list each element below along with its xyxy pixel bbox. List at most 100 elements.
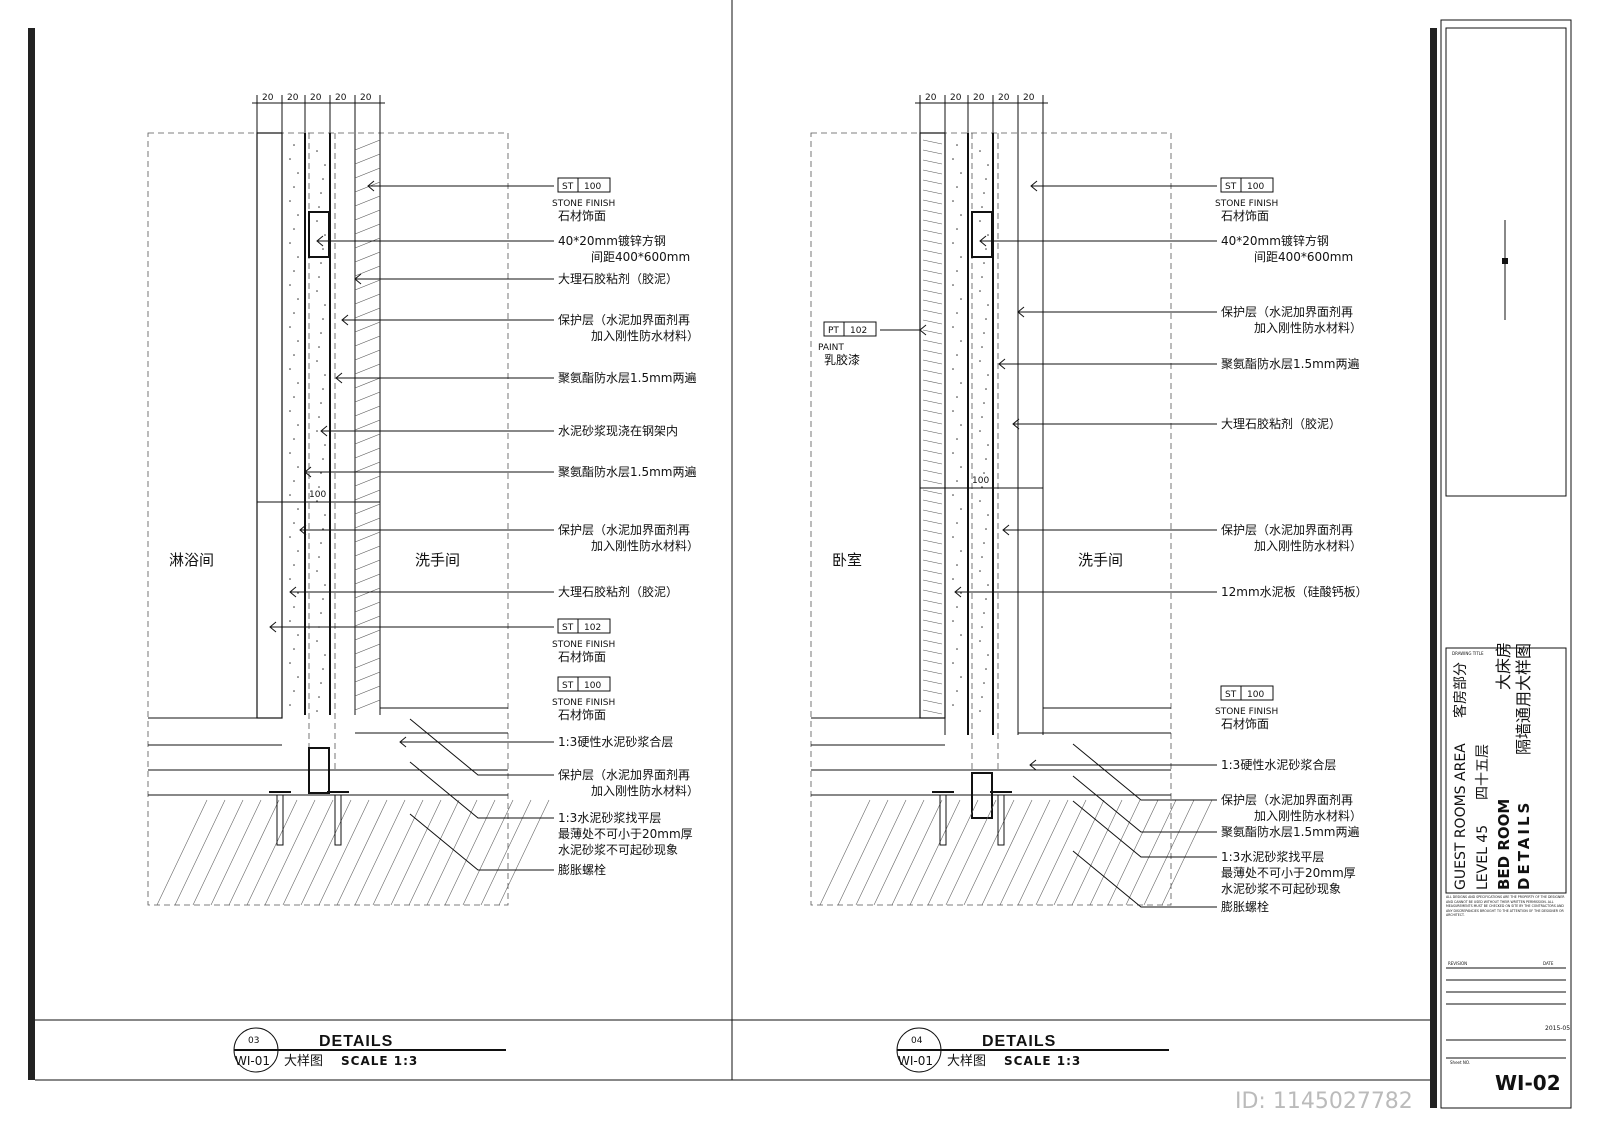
room-label-left: 卧室 (832, 551, 862, 569)
paint-hatch (922, 259, 943, 265)
paint-hatch (922, 249, 943, 255)
aggregate-dot (985, 598, 987, 600)
aggregate-dot (985, 388, 987, 390)
dimension-label: 20 (310, 93, 322, 103)
slab-hatch (480, 799, 532, 906)
arrow-head-icon (289, 586, 297, 598)
tag-code: ST (1225, 690, 1237, 700)
paint-hatch (922, 389, 943, 395)
aggregate-dot (952, 326, 954, 328)
slab-hatch (1107, 799, 1159, 906)
paint-hatch (922, 409, 943, 415)
aggregate-dot (293, 606, 295, 608)
arrow-head-icon (919, 324, 927, 336)
aggregate-dot (293, 144, 295, 146)
aggregate-dot (324, 444, 326, 446)
aggregate-dot (297, 424, 299, 426)
aggregate-dot (289, 242, 291, 244)
stone-hatch (354, 447, 381, 459)
leader-line (1072, 850, 1217, 908)
slab-hatch (228, 799, 280, 906)
paint-hatch (922, 309, 943, 315)
callout-level1: 1:3水泥砂浆找平层 (1221, 849, 1324, 864)
slab-hatch (426, 799, 478, 906)
stone-hatch (354, 195, 381, 207)
room-label-right: 洗手间 (415, 551, 460, 569)
tag-number: 102 (850, 326, 867, 336)
aggregate-dot (987, 374, 989, 376)
aggregate-dot (293, 354, 295, 356)
callout-level3: 水泥砂浆不可起砂现象 (558, 842, 678, 857)
callout-hard: 1:3硬性水泥砂浆合层 (1221, 757, 1336, 772)
aggregate-dot (289, 494, 291, 496)
aggregate-dot (952, 368, 954, 370)
callout-prot2b: 加入刚性防水材料） (1254, 538, 1362, 553)
aggregate-dot (324, 374, 326, 376)
callout-level1: 1:3水泥砂浆找平层 (558, 810, 661, 825)
slab-hatch (282, 799, 334, 906)
revision-label: REVISION (1448, 961, 1467, 966)
aggregate-dot (297, 214, 299, 216)
stone-hatch (354, 181, 381, 193)
detail-number: 04 (911, 1036, 923, 1046)
paint-hatch (922, 429, 943, 435)
aggregate-dot (981, 626, 983, 628)
aggregate-dot (985, 248, 987, 250)
aggregate-dot (952, 200, 954, 202)
slab-hatch (336, 799, 388, 906)
callout-prot1b: 加入刚性防水材料） (591, 328, 699, 343)
paint-hatch (922, 689, 943, 695)
aggregate-dot (289, 704, 291, 706)
slab-hatch (462, 799, 514, 906)
aggregate-dot (956, 690, 958, 692)
aggregate-dot (316, 500, 318, 502)
aggregate-dot (979, 710, 981, 712)
aggregate-dot (979, 360, 981, 362)
paint-hatch (922, 579, 943, 585)
steel-tube (971, 211, 993, 258)
slab-hatch (444, 799, 496, 906)
frame-bar (28, 28, 35, 1080)
expansion-bolt (939, 794, 947, 846)
stone-hatch (354, 363, 381, 375)
slab-hatch (981, 799, 1033, 906)
paint-hatch (922, 399, 943, 405)
aggregate-dot (979, 430, 981, 432)
arrow-head-icon (954, 586, 962, 598)
leader-line (409, 813, 554, 871)
aggregate-dot (324, 514, 326, 516)
stone-hatch (354, 685, 381, 697)
tag-number: 100 (584, 681, 601, 691)
paint-hatch (922, 639, 943, 645)
material-tag (557, 676, 611, 692)
paint-hatch (922, 559, 943, 565)
callout-bolt: 膨胀螺栓 (558, 862, 606, 877)
stone-hatch (354, 251, 381, 263)
arrow-head-icon (1002, 524, 1010, 536)
leader-line (409, 761, 554, 819)
aggregate-dot (956, 270, 958, 272)
aggregate-dot (987, 234, 989, 236)
expansion-bolt (276, 794, 284, 846)
callout-steel2: 间距400*600mm (591, 250, 690, 264)
aggregate-dot (956, 564, 958, 566)
paint-hatch (922, 279, 943, 285)
callout-board: 12mm水泥板（硅酸钙板） (1221, 584, 1368, 599)
aggregate-dot (956, 522, 958, 524)
stone-hatch (354, 209, 381, 221)
aggregate-dot (293, 270, 295, 272)
slab-hatch (837, 799, 889, 906)
dimension-label: 20 (998, 93, 1010, 103)
details-en: DETAILS (1515, 800, 1533, 890)
slab-hatch (927, 799, 979, 906)
stone-hatch (354, 139, 381, 151)
aggregate-dot (320, 612, 322, 614)
stone-hatch (354, 531, 381, 543)
aggregate-dot (987, 654, 989, 656)
slab-hatch (1089, 799, 1141, 906)
aggregate-dot (981, 556, 983, 558)
slab-hatch (1053, 799, 1105, 906)
aggregate-dot (293, 522, 295, 524)
aggregate-dot (316, 290, 318, 292)
